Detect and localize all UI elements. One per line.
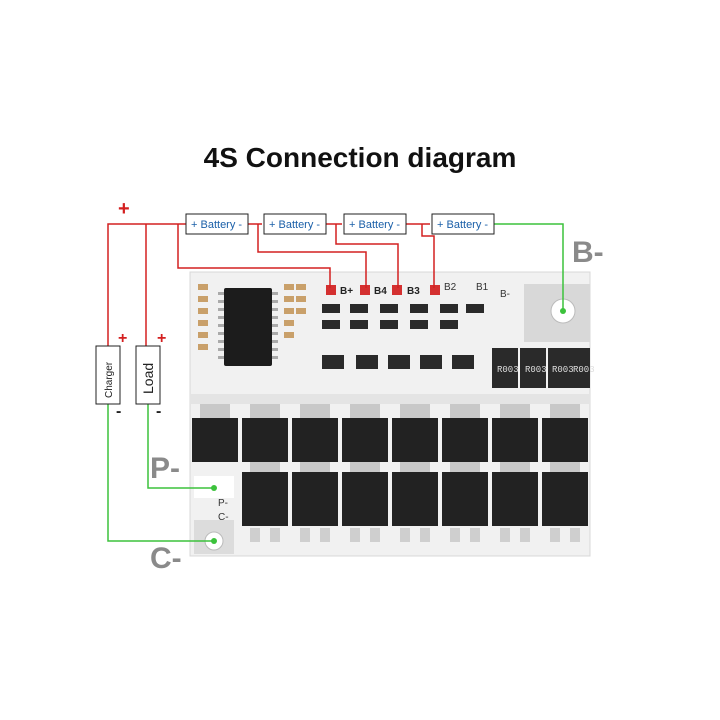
pcb-label-b-plus: B+ — [340, 286, 353, 297]
resistor-label: R003 — [525, 365, 547, 375]
main-plus-sign: + — [118, 198, 130, 220]
battery-3: + Battery - — [343, 213, 407, 235]
svg-text:+ Battery -: + Battery - — [437, 219, 488, 231]
sense-resistors: R003 R003 R003 R003 — [492, 348, 595, 388]
svg-text:Load: Load — [140, 363, 156, 394]
charger-box: Charger — [95, 345, 121, 405]
terminal-b-minus: B- — [572, 236, 604, 269]
pcb-label-b4: B4 — [374, 286, 387, 297]
pcb-board: B+ B4 B3 B2 B1 B- R003 R003 — [189, 271, 595, 557]
charger-plus-sign: + — [118, 330, 127, 347]
resistor-label: R003 — [552, 365, 574, 375]
pcb-label-c-minus: C- — [218, 512, 229, 523]
load-minus-sign: - — [156, 403, 161, 420]
load-box: Load — [135, 345, 161, 405]
mosfet-array — [192, 418, 588, 526]
pcb-label-b2: B2 — [444, 282, 457, 293]
battery-2: + Battery - — [263, 213, 327, 235]
svg-text:+ Battery -: + Battery - — [349, 219, 400, 231]
negative-wires — [107, 223, 564, 542]
svg-text:+ Battery -: + Battery - — [191, 219, 242, 231]
pcb-label-b-minus: B- — [500, 289, 510, 300]
resistor-label: R003 — [573, 365, 595, 375]
diagram-title: 4S Connection diagram — [203, 142, 517, 173]
pcb-label-b1: B1 — [476, 282, 489, 293]
charger-minus-sign: - — [116, 403, 121, 420]
terminal-p-minus: P- — [150, 452, 180, 485]
load-plus-sign: + — [157, 330, 166, 347]
pcb-label-b3: B3 — [407, 286, 420, 297]
protection-ic — [224, 288, 272, 366]
svg-text:+ Battery -: + Battery - — [269, 219, 320, 231]
terminal-c-minus: C- — [150, 542, 182, 575]
battery-4: + Battery - — [431, 213, 495, 235]
svg-text:Charger: Charger — [104, 361, 115, 398]
battery-1: + Battery - — [185, 213, 249, 235]
pcb-label-p-minus: P- — [218, 498, 228, 509]
positive-wires — [107, 223, 435, 346]
resistor-label: R003 — [497, 365, 519, 375]
